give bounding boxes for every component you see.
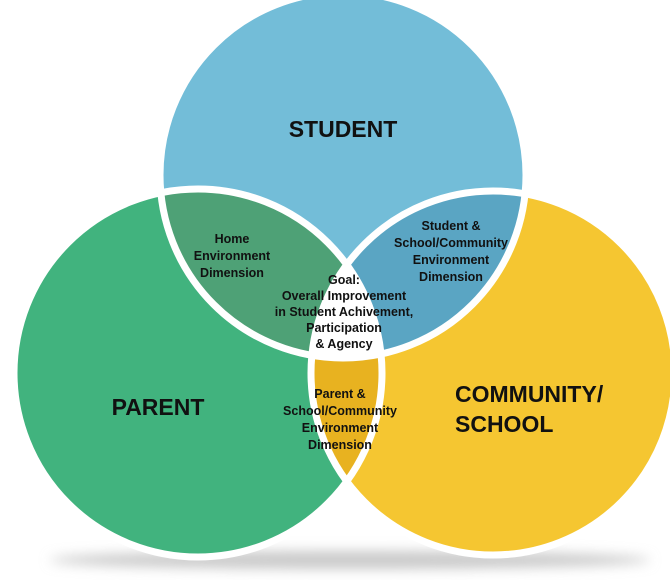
- goal-line: Goal:: [328, 273, 360, 287]
- parent-school-community-line: Environment: [302, 421, 379, 435]
- region-student-parent: [160, 189, 382, 358]
- ground-shadow: [50, 551, 650, 569]
- student-school-community-line: Student &: [421, 219, 480, 233]
- home-environment-label: Home Environment Dimension: [194, 232, 271, 280]
- parent-school-community-line: Parent &: [314, 387, 365, 401]
- student-school-community-line: School/Community: [394, 236, 508, 250]
- student-school-community-line: Environment: [413, 253, 490, 267]
- goal-line: Participation: [306, 321, 382, 335]
- parent-school-community-line: Dimension: [308, 438, 372, 452]
- home-environment-line: Dimension: [200, 266, 264, 280]
- parent-label: PARENT: [112, 394, 205, 420]
- region-student-community: [311, 191, 526, 358]
- student-school-community-label: Student & School/Community Environment D…: [394, 219, 508, 284]
- parent-school-community-label: Parent & School/Community Environment Di…: [283, 387, 397, 452]
- community-label: COMMUNITY/: [455, 381, 604, 407]
- home-environment-line: Environment: [194, 249, 271, 263]
- goal-line: in Student Achivement,: [275, 305, 413, 319]
- home-environment-line: Home: [215, 232, 250, 246]
- parent-school-community-line: School/Community: [283, 404, 397, 418]
- student-school-community-line: Dimension: [419, 270, 483, 284]
- school-label: SCHOOL: [455, 411, 553, 437]
- goal-label: Goal: Overall Improvement in Student Ach…: [275, 273, 413, 351]
- student-label: STUDENT: [289, 116, 398, 142]
- goal-line: Overall Improvement: [282, 289, 407, 303]
- goal-line: & Agency: [315, 337, 372, 351]
- circle-outlines: [10, 0, 670, 561]
